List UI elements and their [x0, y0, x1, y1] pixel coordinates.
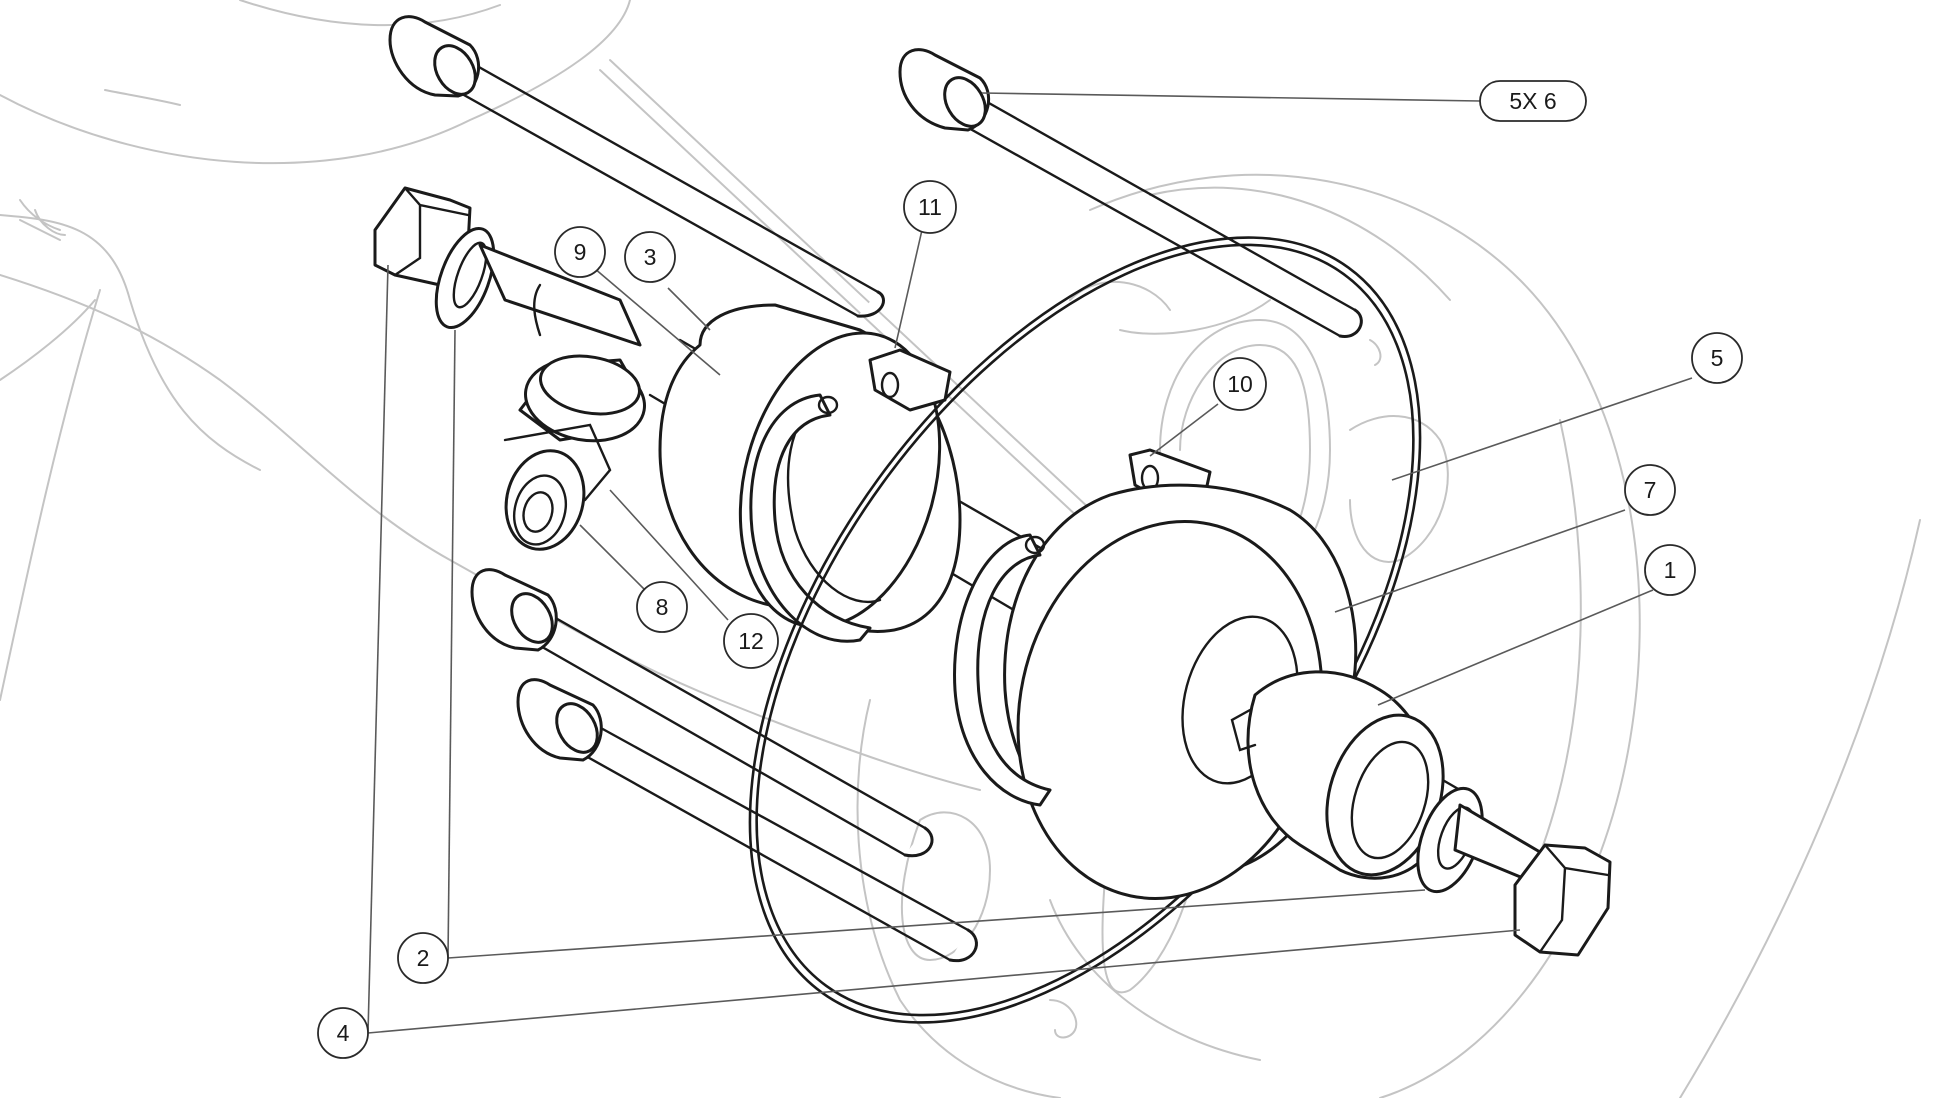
- balloon-11: 11: [903, 180, 957, 234]
- leader-lines: [367, 92, 1693, 1034]
- fitting-12: [518, 354, 646, 443]
- callout-8-label: 8: [656, 594, 669, 620]
- callout-4-label: 4: [337, 1020, 350, 1046]
- cap-screw-top-left: [388, 15, 885, 318]
- balloon-2: 2: [397, 932, 449, 984]
- balloon-5x6: 5X 6: [1479, 80, 1587, 122]
- callout-2-label: 2: [417, 945, 430, 971]
- callout-1-label: 1: [1664, 557, 1677, 583]
- balloon-1: 1: [1644, 544, 1696, 596]
- callout-11-label: 11: [918, 194, 942, 220]
- hex-nut-right: [1513, 843, 1612, 957]
- washer-left: [434, 226, 496, 330]
- stud-left: [478, 243, 642, 347]
- balloon-4: 4: [317, 1007, 369, 1059]
- balloon-10: 10: [1213, 357, 1267, 411]
- callout-7-label: 7: [1644, 477, 1657, 503]
- callout-12-label: 12: [738, 628, 764, 654]
- cap-screw-top-right: [898, 48, 1363, 338]
- callout-9-label: 9: [574, 239, 587, 265]
- balloon-9: 9: [554, 226, 606, 278]
- callout-3-label: 3: [644, 244, 657, 270]
- balloon-3: 3: [624, 231, 676, 283]
- retaining-clip-front: [953, 533, 1052, 807]
- balloon-5: 5: [1691, 332, 1743, 384]
- retaining-clip-rear: [749, 393, 872, 643]
- sleeve-1: [1230, 670, 1445, 880]
- cap-screw-bottom-1: [470, 568, 934, 858]
- balloon-12: 12: [723, 613, 779, 669]
- callout-10-label: 10: [1227, 371, 1253, 397]
- balloon-8: 8: [636, 581, 688, 633]
- quantity-note: 5X 6: [1509, 88, 1556, 114]
- callout-5-label: 5: [1711, 345, 1724, 371]
- fitting-8: [503, 423, 612, 551]
- balloon-7: 7: [1624, 464, 1676, 516]
- cap-screw-bottom-2: [516, 678, 978, 963]
